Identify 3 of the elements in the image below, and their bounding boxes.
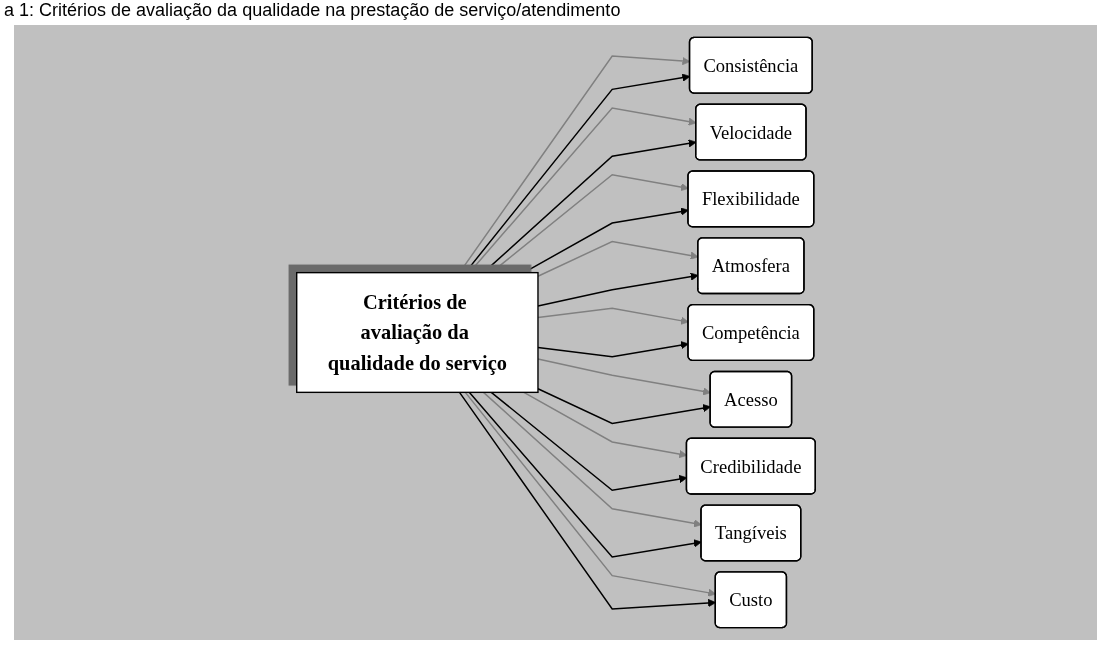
figure-title: a 1: Critérios de avaliação da qualidade na prestação de serviço/atendimento — [4, 0, 622, 21]
diagram-background: Consistência Velocidade Flexibilidade Critérios de avaliação da qualidade do serviço Atmosfera Competência Acesso Credibilidade Tangíveis Custo — [14, 25, 1097, 640]
node-box — [295, 271, 539, 394]
